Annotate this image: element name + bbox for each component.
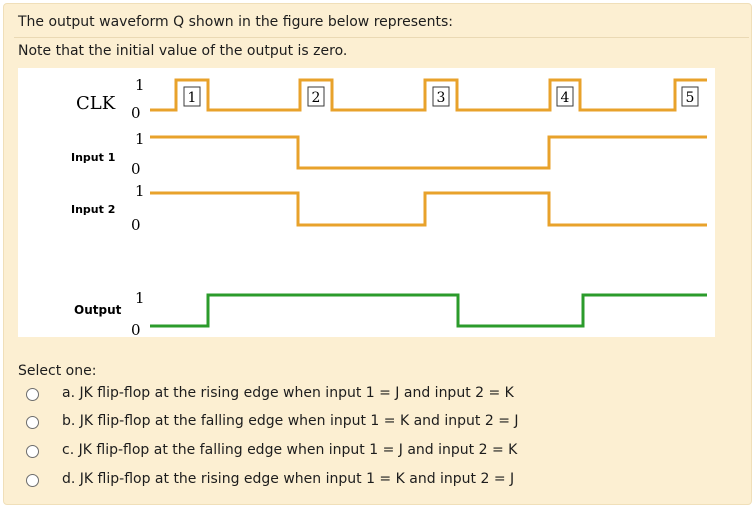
pulse-number-4: 4: [556, 86, 574, 107]
input1-high-label: 1: [135, 130, 145, 148]
input1-low-label: 0: [131, 160, 141, 178]
question-card: The output waveform Q shown in the figur…: [3, 3, 752, 505]
timing-diagram: CLK Input 1 Input 2 Output 1 0 1 0 1 0 1…: [18, 68, 715, 339]
svg-text:3: 3: [437, 90, 446, 106]
clk-high-label: 1: [135, 76, 145, 94]
divider: [14, 37, 749, 38]
radio-d[interactable]: [26, 474, 39, 487]
radio-c[interactable]: [26, 445, 39, 458]
clk-low-label: 0: [131, 104, 141, 122]
output-low-label: 0: [131, 321, 141, 337]
question-note: Note that the initial value of the outpu…: [18, 43, 348, 59]
option-b[interactable]: b. JK flip-flop at the falling edge when…: [18, 412, 618, 434]
output-waveform: [150, 293, 707, 328]
clk-waveform: [150, 78, 707, 112]
input2-waveform: [150, 191, 707, 227]
select-one-label: Select one:: [18, 363, 97, 379]
signal-name-output: Output: [74, 303, 122, 317]
input2-low-label: 0: [131, 216, 141, 234]
signal-name-input1: Input 1: [71, 151, 115, 164]
radio-a[interactable]: [26, 388, 39, 401]
pulse-number-3: 3: [432, 86, 450, 107]
pulse-number-5: 5: [681, 86, 699, 107]
option-a[interactable]: a. JK flip-flop at the rising edge when …: [18, 384, 618, 406]
input2-high-label: 1: [135, 182, 145, 200]
option-c[interactable]: c. JK flip-flop at the falling edge when…: [18, 441, 618, 463]
radio-b[interactable]: [26, 416, 39, 429]
svg-text:4: 4: [561, 90, 570, 106]
option-d[interactable]: d. JK flip-flop at the rising edge when …: [18, 470, 618, 492]
svg-text:5: 5: [686, 90, 695, 106]
pulse-number-1: 1: [183, 86, 201, 107]
timing-diagram-svg: CLK Input 1 Input 2 Output 1 0 1 0 1 0 1…: [71, 76, 707, 339]
question-text: The output waveform Q shown in the figur…: [18, 14, 453, 30]
pulse-number-2: 2: [307, 86, 325, 107]
svg-text:1: 1: [188, 90, 197, 106]
input1-waveform: [150, 135, 707, 170]
svg-text:2: 2: [312, 90, 321, 106]
signal-name-input2: Input 2: [71, 203, 115, 216]
option-c-label: c. JK flip-flop at the falling edge when…: [62, 442, 518, 458]
option-a-label: a. JK flip-flop at the rising edge when …: [62, 385, 514, 401]
option-d-label: d. JK flip-flop at the rising edge when …: [62, 471, 515, 487]
signal-name-clk: CLK: [76, 93, 116, 114]
output-high-label: 1: [135, 289, 145, 307]
option-b-label: b. JK flip-flop at the falling edge when…: [62, 413, 519, 429]
